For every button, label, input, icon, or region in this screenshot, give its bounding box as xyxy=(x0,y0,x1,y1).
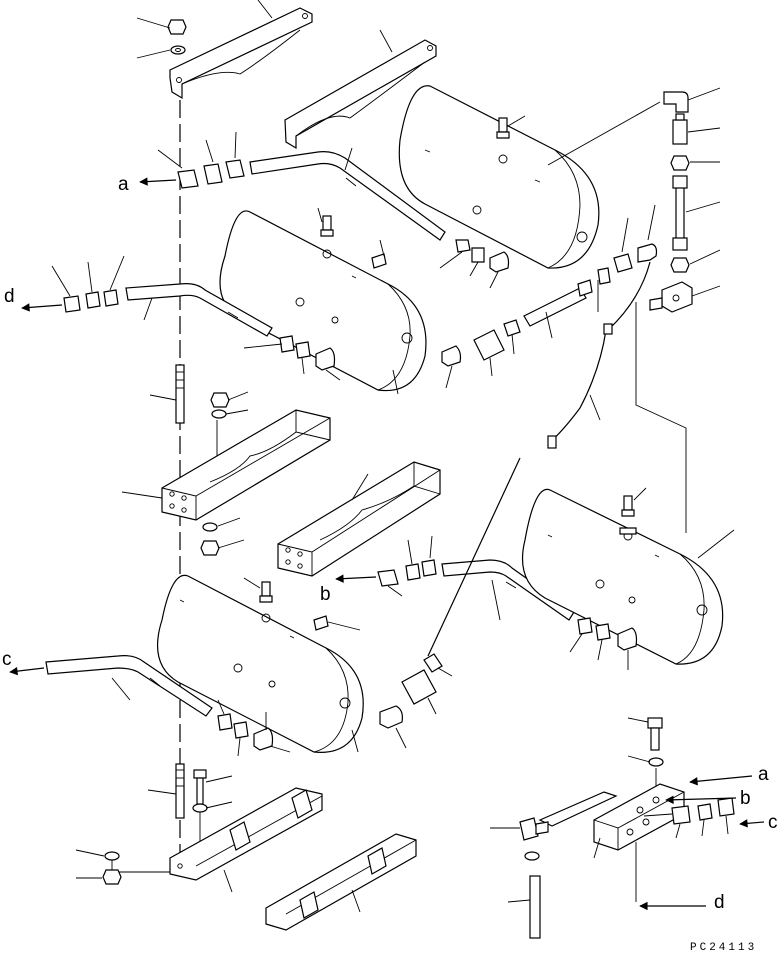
leader-tank-right xyxy=(635,302,687,533)
hose-end-fitting xyxy=(603,323,613,335)
top-mounting-bracket-left xyxy=(169,7,313,100)
arrow-a-right xyxy=(689,775,753,786)
fittings-line-b xyxy=(377,559,437,587)
nut-right-2 xyxy=(670,257,690,273)
pressure-switch-lower xyxy=(379,653,443,729)
drain-valve-middle-left xyxy=(320,215,334,237)
drawing-code: PC24113 xyxy=(690,942,757,954)
tee-fitting-manifold xyxy=(519,817,549,841)
hose-governor xyxy=(427,457,521,657)
air-pipe-a xyxy=(249,151,446,241)
arrow-b-mid xyxy=(335,574,377,583)
nut-center xyxy=(210,392,230,408)
fittings-middle-tank-bottom xyxy=(279,335,462,371)
callout-a-left: a xyxy=(118,174,129,195)
mounting-bracket-lower-left xyxy=(169,787,323,881)
bolt-manifold xyxy=(647,717,663,751)
elbow-fitting-top-right xyxy=(663,91,689,113)
drain-valve-lower-right xyxy=(619,495,637,535)
arrow-d-left xyxy=(21,303,63,312)
nut-top xyxy=(167,19,187,35)
air-pipe-d xyxy=(125,283,273,337)
washer-manifold xyxy=(648,757,664,767)
relief-valve-center xyxy=(523,279,593,327)
elbow-fitting-mid-right xyxy=(637,243,658,263)
connector-tube-right xyxy=(672,175,688,251)
callout-b-mid: b xyxy=(320,584,331,605)
nut-right-1 xyxy=(670,155,690,171)
crossmember-bracket-right xyxy=(277,461,441,577)
drain-valve-lower-left xyxy=(259,581,273,603)
callout-d-right: d xyxy=(714,892,725,913)
hose-upper xyxy=(549,329,607,443)
stud-bolt-lower xyxy=(175,763,185,819)
hose-right xyxy=(607,261,651,331)
fittings-lower-right-tank xyxy=(577,617,638,651)
arrow-c-left xyxy=(9,666,45,676)
plug-lower-left xyxy=(313,615,329,631)
nipple-right xyxy=(649,297,663,311)
drain-valve-upper-right xyxy=(496,117,510,139)
arrow-b-right xyxy=(665,795,737,804)
leader-lower-left xyxy=(111,858,170,873)
callout-b-right: b xyxy=(740,788,751,809)
callout-c-left: c xyxy=(2,649,12,670)
stud-bolt-upper xyxy=(175,364,185,424)
tube-tee xyxy=(529,875,541,939)
bolt-lower xyxy=(193,769,207,805)
washer-top xyxy=(170,45,186,55)
nut-bottom-left xyxy=(102,869,122,885)
fittings-line-d xyxy=(63,289,119,313)
air-tank-middle-left xyxy=(219,210,427,392)
fittings-line-a xyxy=(177,159,245,189)
air-tank-lower-right xyxy=(521,488,724,665)
check-valve-right xyxy=(672,113,688,145)
arrow-c-right xyxy=(739,819,765,828)
plug-middle-left xyxy=(371,253,387,269)
fittings-manifold-c xyxy=(671,797,735,825)
fittings-upper-tank-bottom xyxy=(455,239,510,273)
pressure-valve-center xyxy=(473,319,521,361)
connector-mid-right xyxy=(613,253,633,273)
callout-d-left: d xyxy=(4,286,15,307)
callout-c-right: c xyxy=(768,812,778,833)
mounting-bracket-lower-middle xyxy=(265,833,417,931)
fittings-lower-left-tank xyxy=(217,713,274,751)
washer-bottom-left xyxy=(104,851,120,861)
hose-clamp xyxy=(547,435,557,449)
crossmember-bracket-left xyxy=(161,409,331,521)
air-pipe-c xyxy=(45,655,213,717)
washer-lower xyxy=(192,803,208,813)
air-tank-upper-right xyxy=(398,85,600,269)
top-mounting-bracket-right xyxy=(284,39,437,150)
air-pipe-b xyxy=(441,559,575,621)
connector-upper-tank-right xyxy=(597,267,611,285)
callout-a-right: a xyxy=(758,764,769,785)
washer-lower-center xyxy=(202,522,218,532)
washer-tee xyxy=(524,851,540,861)
air-tank-lower-left xyxy=(156,574,364,753)
washer-center xyxy=(211,409,227,419)
block-fitting-right xyxy=(661,281,693,313)
arrow-a-left xyxy=(139,177,177,186)
nut-lower-center xyxy=(200,540,220,556)
